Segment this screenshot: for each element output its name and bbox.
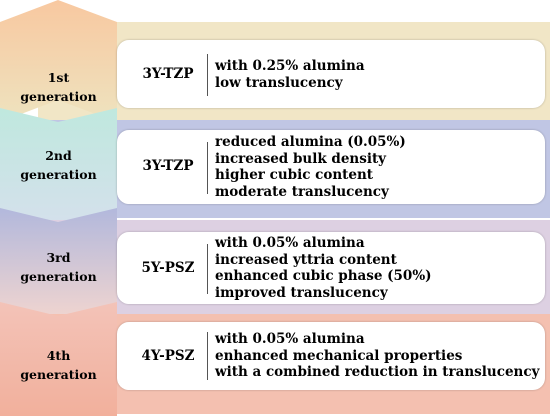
property-item: with a combined reduction in translucenc… bbox=[215, 364, 540, 380]
generation-card bbox=[117, 322, 545, 390]
property-item: moderate translucency bbox=[215, 183, 389, 200]
material-name: 4Y-PSZ bbox=[141, 348, 195, 364]
generation-row-1: 1st generation 3Y-TZP with 0.25% alumina… bbox=[0, 0, 550, 122]
material-name: 3Y-TZP bbox=[142, 158, 194, 174]
properties-list: with 0.25% alumina low translucency bbox=[215, 58, 543, 91]
property-item: higher cubic content bbox=[215, 167, 374, 183]
property-item: with 0.05% alumina bbox=[215, 331, 365, 347]
generation-label: 1st generation bbox=[20, 70, 97, 104]
generation-card bbox=[117, 130, 545, 204]
generation-card bbox=[117, 232, 545, 304]
material-name: 5Y-PSZ bbox=[141, 260, 195, 276]
property-item: reduced alumina (0.05%) bbox=[215, 134, 406, 150]
property-item: with 0.05% alumina bbox=[215, 235, 365, 251]
generation-card bbox=[117, 40, 545, 108]
property-item: with 0.25% alumina bbox=[215, 58, 365, 74]
generation-label: 4th generation bbox=[20, 348, 97, 382]
chevron-3 bbox=[0, 208, 117, 324]
properties-list: with 0.05% alumina increased yttria cont… bbox=[215, 235, 543, 301]
property-item: low translucency bbox=[215, 74, 343, 91]
chevron-2 bbox=[0, 108, 117, 228]
chevron-4 bbox=[0, 302, 117, 416]
divider bbox=[207, 142, 208, 194]
generation-row-3: 3rd generation 5Y-PSZ with 0.05% alumina… bbox=[0, 208, 550, 324]
property-item: improved translucency bbox=[215, 284, 388, 301]
generation-row-4: 4th generation 4Y-PSZ with 0.05% alumina… bbox=[0, 302, 550, 416]
divider bbox=[207, 244, 208, 294]
property-item: increased bulk density bbox=[215, 150, 387, 167]
properties-list: with 0.05% alumina enhanced mechanical p… bbox=[215, 331, 543, 381]
property-item: increased yttria content bbox=[215, 251, 397, 268]
generation-label: 2nd generation bbox=[20, 148, 97, 182]
properties-list: reduced alumina (0.05%) increased bulk d… bbox=[215, 134, 543, 200]
chevron-1 bbox=[0, 0, 117, 122]
property-item: enhanced cubic phase (50%) bbox=[215, 268, 432, 284]
generation-row-2: 2nd generation 3Y-TZP reduced alumina (0… bbox=[0, 108, 550, 228]
divider bbox=[207, 332, 208, 380]
material-name: 3Y-TZP bbox=[142, 66, 194, 82]
divider bbox=[207, 54, 208, 96]
generation-label: 3rd generation bbox=[20, 250, 97, 284]
property-item: enhanced mechanical properties bbox=[215, 347, 463, 364]
